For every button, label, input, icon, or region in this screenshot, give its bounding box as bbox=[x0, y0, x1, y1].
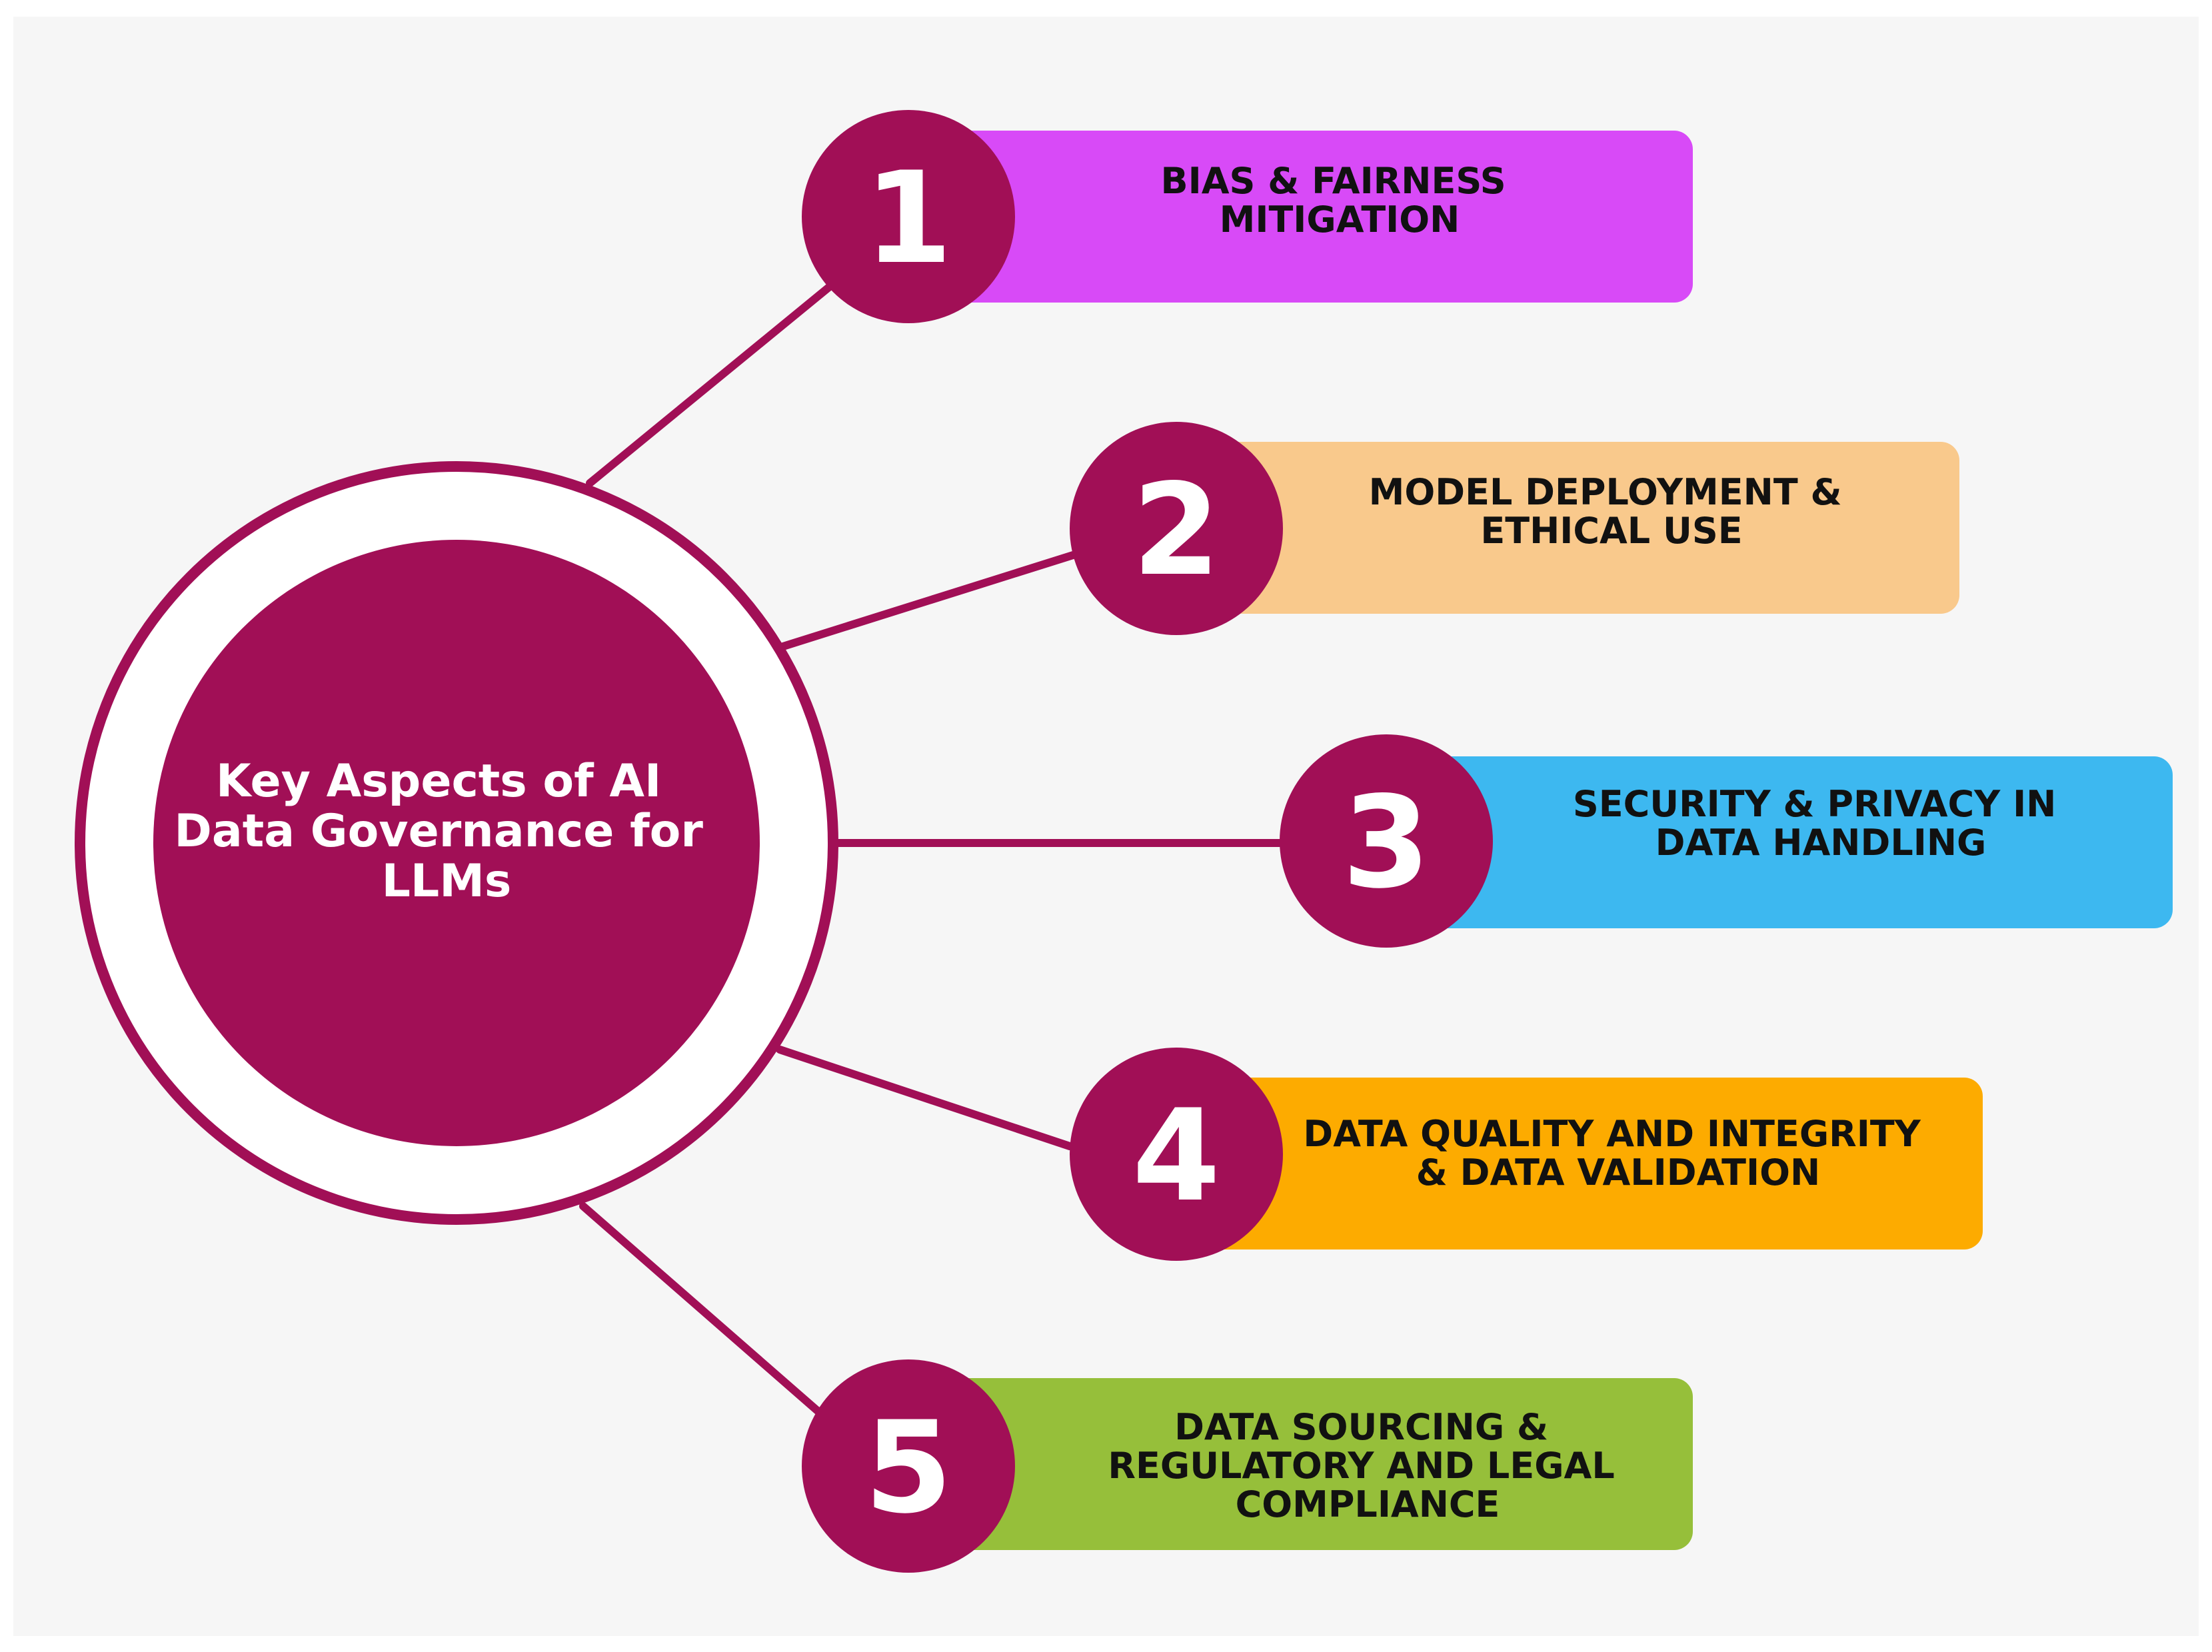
aspect-5-pill bbox=[906, 1378, 1693, 1550]
hub-title-line-3: LLMs bbox=[382, 855, 512, 908]
aspect-5-number-badge bbox=[802, 1359, 1015, 1573]
aspect-2-pill bbox=[1173, 442, 1959, 614]
aspect-3-pill bbox=[1383, 756, 2173, 928]
aspect-4-pill bbox=[1173, 1078, 1983, 1249]
connectors bbox=[579, 283, 1284, 1417]
aspect-2-number: 2 bbox=[1132, 456, 1220, 604]
aspect-5-label-line-3: COMPLIANCE bbox=[1236, 1483, 1500, 1525]
aspect-4-label-line-2: & DATA VALIDATION bbox=[1416, 1152, 1820, 1194]
aspect-1-label-line-1: BIAS & FAIRNESS bbox=[1160, 160, 1506, 202]
aspect-item-4: DATA QUALITY AND INTEGRITY & DATA VALIDA… bbox=[1070, 1048, 1983, 1261]
aspect-2-label: MODEL DEPLOYMENT & ETHICAL USE bbox=[1369, 471, 1855, 552]
hub-title-line-2: Data Governance for bbox=[174, 805, 703, 858]
hub-title-line-1: Key Aspects of AI bbox=[216, 755, 661, 808]
aspect-1-label-line-2: MITIGATION bbox=[1220, 199, 1460, 241]
hub-inner-circle bbox=[153, 540, 760, 1146]
aspect-5-number: 5 bbox=[864, 1394, 952, 1541]
aspect-1-label: BIAS & FAIRNESS MITIGATION bbox=[1160, 160, 1518, 241]
aspect-item-1: BIAS & FAIRNESS MITIGATION 1 bbox=[802, 110, 1693, 323]
aspect-item-3: SECURITY & PRIVACY IN DATA HANDLING 3 bbox=[1280, 734, 2173, 948]
aspect-4-number-badge bbox=[1070, 1048, 1283, 1261]
aspect-1-number-badge bbox=[802, 110, 1015, 323]
aspect-5-label-line-1: DATA SOURCING & bbox=[1174, 1406, 1548, 1448]
aspect-3-number: 3 bbox=[1342, 769, 1430, 916]
aspect-3-number-badge bbox=[1280, 734, 1493, 948]
aspect-3-label-line-1: SECURITY & PRIVACY IN bbox=[1573, 783, 2057, 825]
aspect-1-number: 1 bbox=[864, 145, 952, 292]
aspect-5-label: DATA SOURCING & REGULATORY AND LEGAL COM… bbox=[1108, 1406, 1627, 1525]
connector-2 bbox=[779, 551, 1077, 650]
aspect-2-number-badge bbox=[1070, 422, 1283, 635]
aspect-2-label-line-1: MODEL DEPLOYMENT & bbox=[1369, 471, 1842, 513]
connector-1 bbox=[586, 283, 834, 487]
aspect-item-2: MODEL DEPLOYMENT & ETHICAL USE 2 bbox=[1070, 422, 1959, 635]
aspect-5-label-line-2: REGULATORY AND LEGAL bbox=[1108, 1445, 1614, 1487]
aspect-3-label-line-2: DATA HANDLING bbox=[1656, 822, 1987, 864]
hub: Key Aspects of AI Data Governance for LL… bbox=[75, 461, 838, 1225]
aspect-4-label: DATA QUALITY AND INTEGRITY & DATA VALIDA… bbox=[1303, 1113, 1933, 1194]
aspect-4-number: 4 bbox=[1132, 1082, 1220, 1230]
aspect-3-label: SECURITY & PRIVACY IN DATA HANDLING bbox=[1573, 783, 2069, 864]
aspect-4-label-line-1: DATA QUALITY AND INTEGRITY bbox=[1303, 1113, 1921, 1155]
aspect-1-pill bbox=[906, 131, 1693, 303]
aspect-item-5: DATA SOURCING & REGULATORY AND LEGAL COM… bbox=[802, 1359, 1693, 1573]
aspect-2-label-line-2: ETHICAL USE bbox=[1480, 510, 1742, 552]
connector-4 bbox=[776, 1046, 1074, 1150]
connector-5 bbox=[579, 1202, 824, 1417]
hub-title: Key Aspects of AI Data Governance for LL… bbox=[174, 755, 718, 908]
